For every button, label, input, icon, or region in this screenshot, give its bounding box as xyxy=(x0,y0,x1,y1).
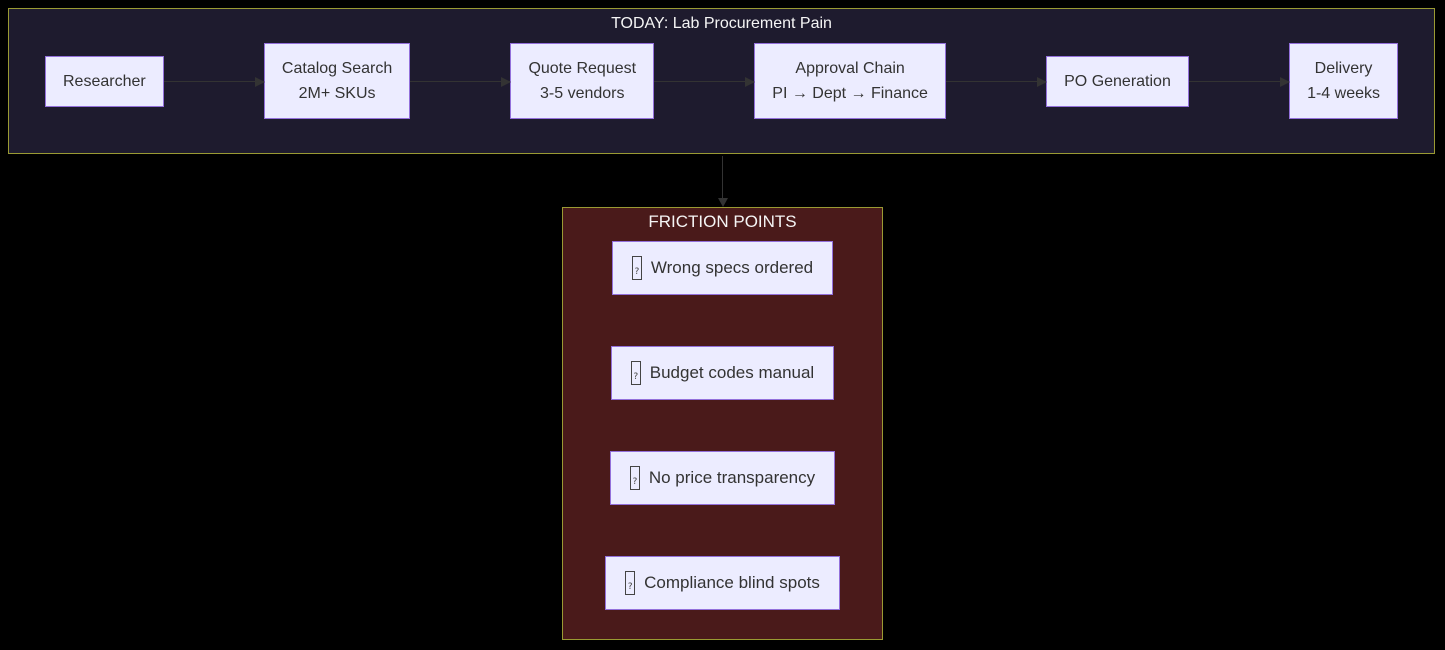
flow-cluster-title: TODAY: Lab Procurement Pain xyxy=(611,15,832,32)
node-label: Catalog Search xyxy=(281,60,393,77)
node-price-transparency: No price transparency xyxy=(609,451,836,505)
flow-arrow xyxy=(1188,76,1291,87)
friction-item-label: Budget codes manual xyxy=(649,363,815,382)
friction-cluster: FRICTION POINTS Wrong specs ordered Budg… xyxy=(562,207,883,640)
node-wrong-specs: Wrong specs ordered xyxy=(611,241,834,295)
node-budget-codes: Budget codes manual xyxy=(610,346,835,400)
node-approval-chain: Approval Chain PI → Dept → Finance xyxy=(754,43,946,119)
node-label: Quote Request xyxy=(528,60,637,77)
flow-arrow xyxy=(163,76,266,87)
node-label: PO Generation xyxy=(1064,72,1171,90)
friction-items: Wrong specs ordered Budget codes manual … xyxy=(563,241,882,610)
node-catalog-search: Catalog Search 2M+ SKUs xyxy=(263,43,411,119)
node-delivery: Delivery 1-4 weeks xyxy=(1289,43,1398,119)
node-label: Approval Chain xyxy=(795,60,905,77)
friction-item-label: Compliance blind spots xyxy=(644,573,820,592)
missing-glyph-icon xyxy=(629,466,640,490)
node-researcher: Researcher xyxy=(45,55,164,107)
node-sublabel: 2M+ SKUs xyxy=(298,85,376,102)
node-compliance-blind-spots: Compliance blind spots xyxy=(605,556,840,610)
friction-item-label: No price transparency xyxy=(648,468,816,487)
node-label: Researcher xyxy=(63,72,146,90)
flow-arrow xyxy=(654,76,756,87)
node-sublabel: PI → Dept → Finance xyxy=(772,85,928,102)
node-quote-request: Quote Request 3-5 vendors xyxy=(510,43,655,119)
cluster-connector-arrow xyxy=(718,156,728,207)
missing-glyph-icon xyxy=(630,361,641,385)
missing-glyph-icon xyxy=(631,256,642,280)
node-po-generation: PO Generation xyxy=(1046,55,1189,107)
node-label: Delivery xyxy=(1314,60,1373,77)
friction-cluster-title: FRICTION POINTS xyxy=(648,212,797,231)
flow-row: Researcher Catalog Search 2M+ SKUs Quote… xyxy=(45,9,1398,153)
missing-glyph-icon xyxy=(625,571,636,595)
flow-arrow xyxy=(945,76,1048,87)
friction-item-label: Wrong specs ordered xyxy=(650,258,814,277)
flow-arrow xyxy=(410,76,512,87)
node-sublabel: 3-5 vendors xyxy=(540,85,625,102)
node-sublabel: 1-4 weeks xyxy=(1307,85,1380,102)
flow-cluster: TODAY: Lab Procurement Pain Researcher C… xyxy=(8,8,1435,154)
